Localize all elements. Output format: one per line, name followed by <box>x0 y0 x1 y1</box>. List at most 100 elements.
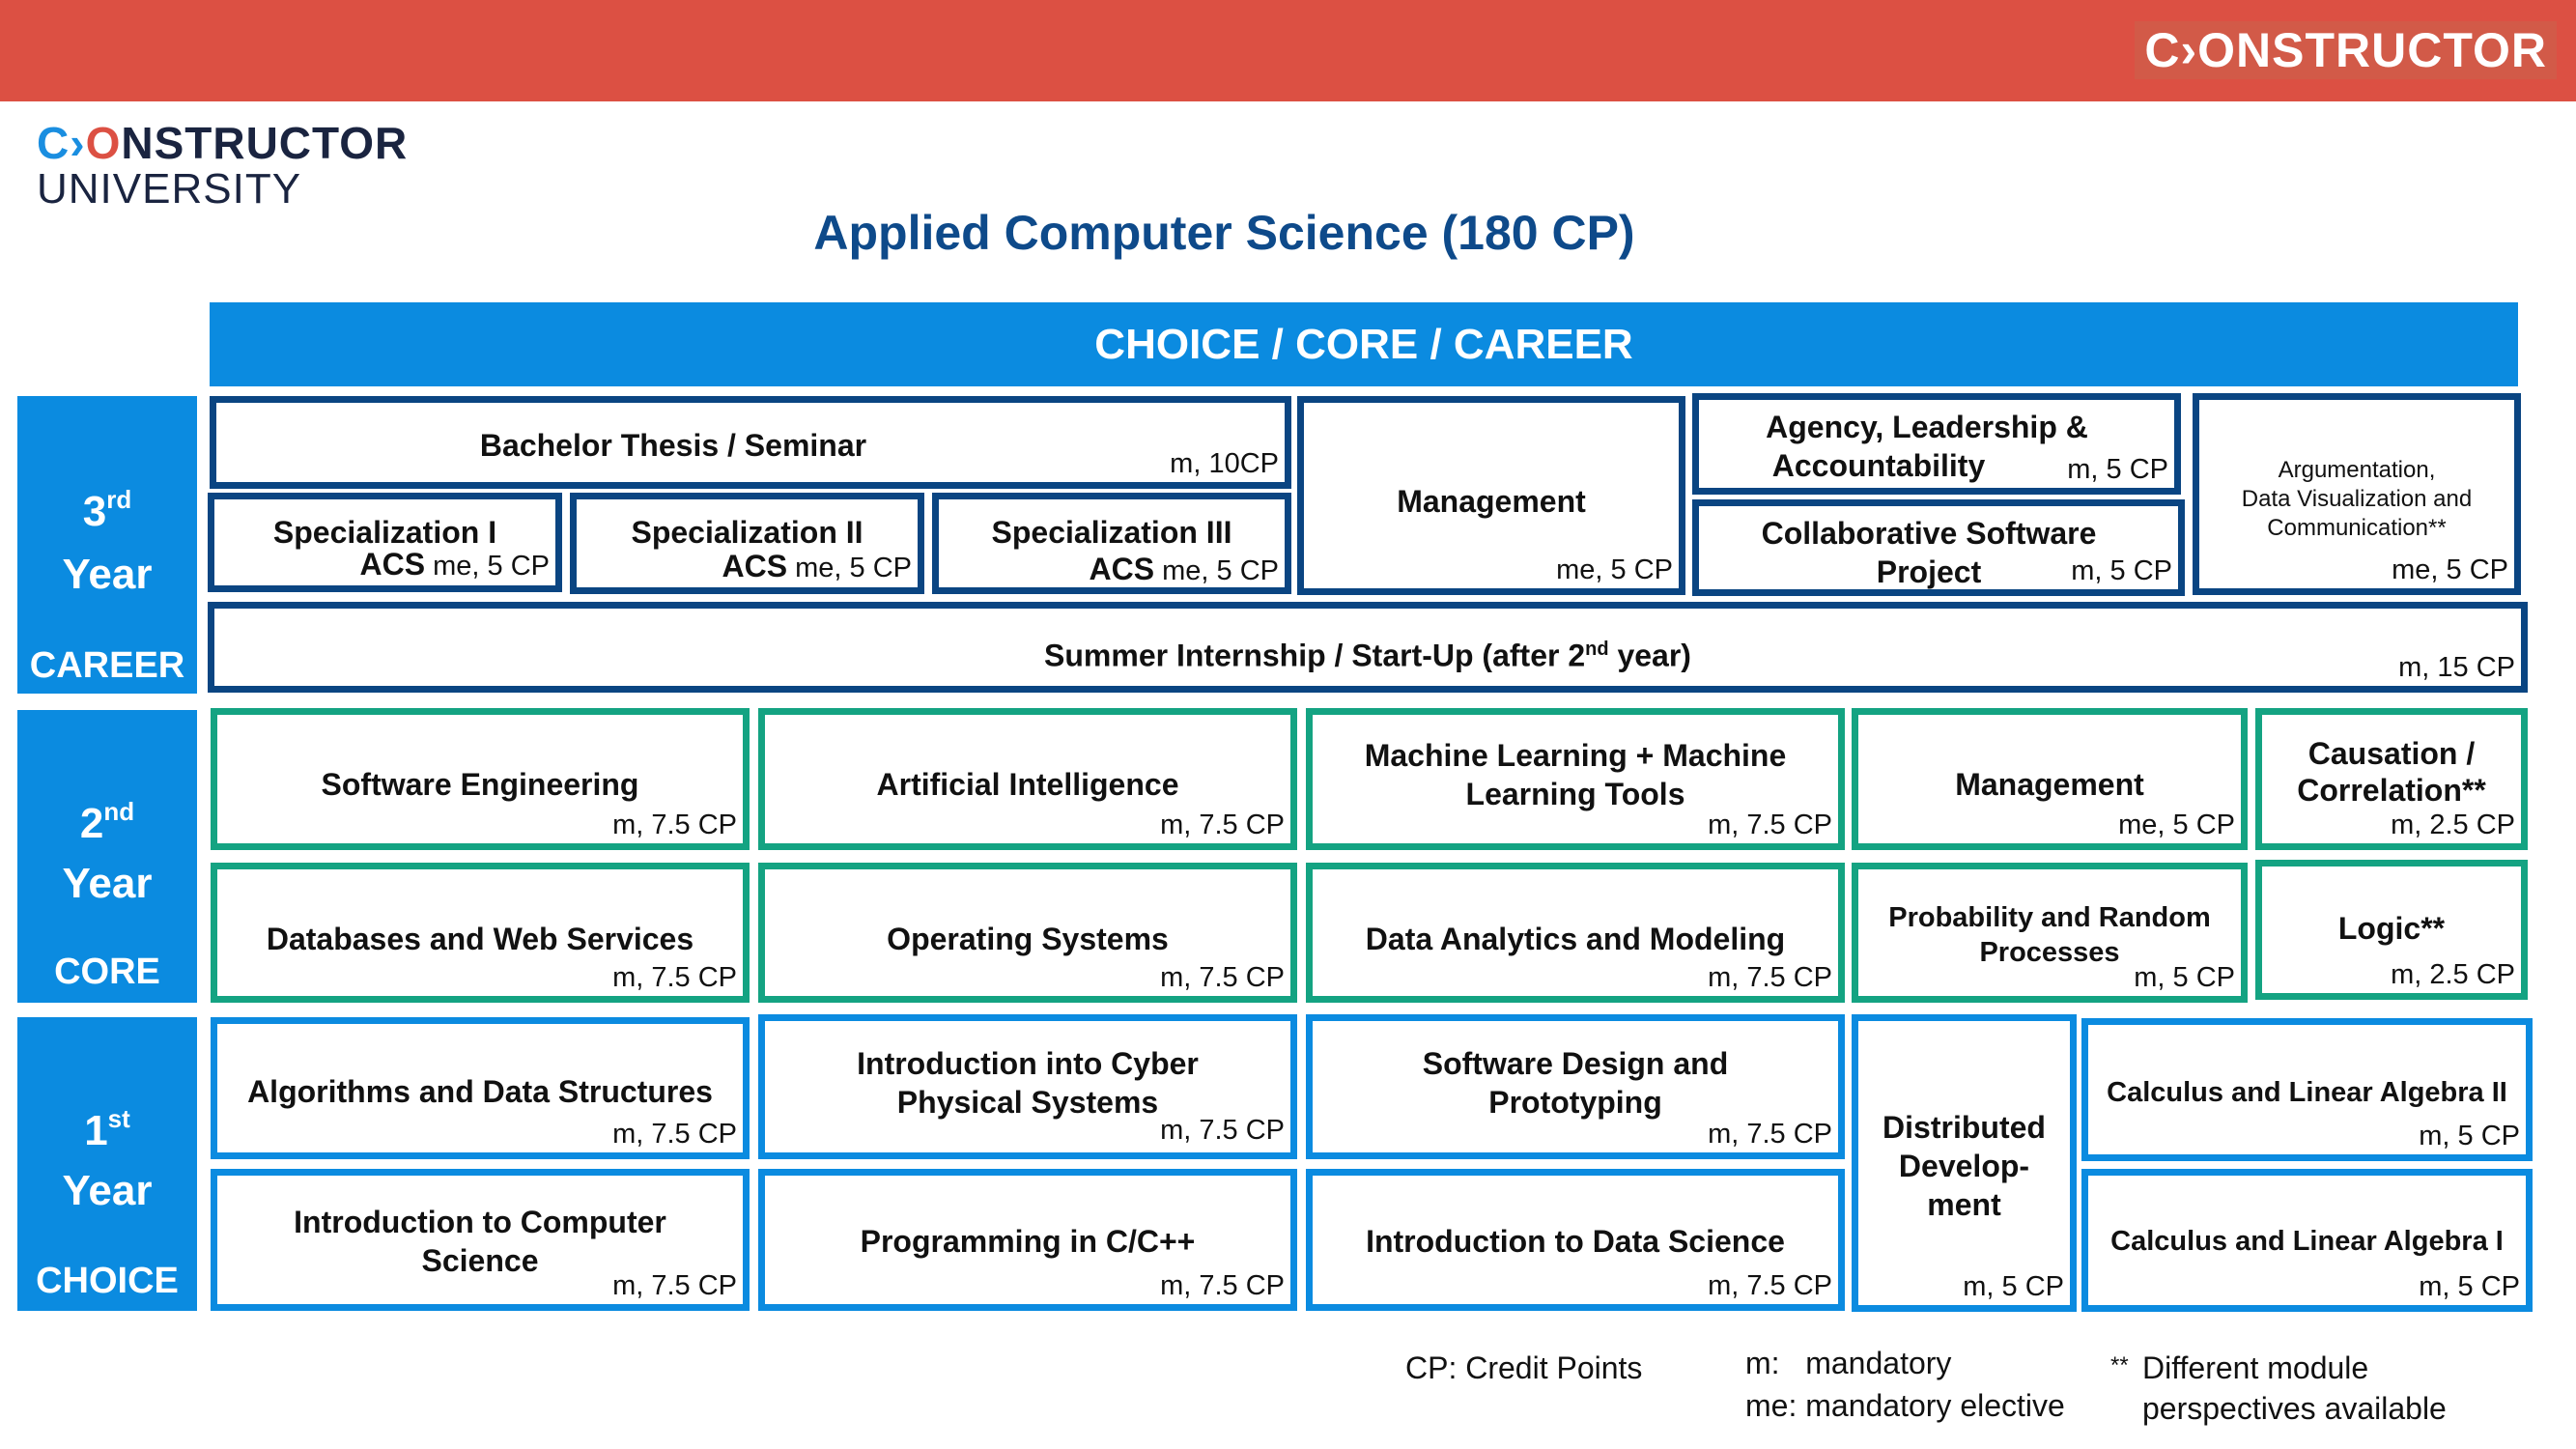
module-cp: m, 7.5 CP <box>612 1270 737 1301</box>
module-name: Databases and Web Services <box>266 922 694 956</box>
module-name: Accountability <box>1771 448 1986 483</box>
module-software-engineering: Software Engineering m, 7.5 CP <box>211 708 750 850</box>
module-distributed-development: Distributed Develop- ment m, 5 CP <box>1852 1014 2077 1312</box>
module-programming-c-cpp: Programming in C/C++ m, 7.5 CP <box>758 1169 1297 1311</box>
module-name: Calculus and Linear Algebra I <box>2110 1226 2504 1257</box>
year-number: 3rd <box>82 485 132 535</box>
module-cp: m, 7.5 CP <box>1160 1270 1285 1301</box>
module-logic: Logic** m, 2.5 CP <box>2255 860 2528 1000</box>
module-name: Prototyping <box>1488 1085 1662 1120</box>
header-band: CHOICE / CORE / CAREER <box>210 302 2518 386</box>
legend-cp: CP: Credit Points <box>1405 1350 1643 1385</box>
module-name: Software Design and <box>1422 1046 1729 1081</box>
module-probability-random-processes: Probability and Random Processes m, 5 CP <box>1852 863 2248 1003</box>
constructor-brand-logo: C›ONSTRUCTOR <box>2135 21 2557 79</box>
legend-perspectives: perspectives available <box>2142 1391 2447 1426</box>
module-specialization-3: Specialization III ACS me, 5 CP <box>932 493 1291 594</box>
module-cp: m, 10CP <box>1170 448 1279 479</box>
module-cp: me, 5 CP <box>2392 554 2508 585</box>
module-name: Communication** <box>2267 515 2447 541</box>
module-name: Project <box>1876 554 1982 589</box>
module-summer-internship: Summer Internship / Start-Up (after 2nd … <box>208 602 2528 693</box>
module-cp: m, 7.5 CP <box>1708 962 1832 993</box>
module-argumentation: Argumentation, Data Visualization and Co… <box>2193 393 2521 595</box>
module-causation-correlation: Causation / Correlation** m, 2.5 CP <box>2255 708 2528 850</box>
year-number: 1st <box>84 1104 130 1154</box>
module-name: Distributed <box>1882 1110 2046 1145</box>
logo-c: C <box>37 118 71 168</box>
module-name: Probability and Random <box>1888 902 2211 933</box>
module-artificial-intelligence: Artificial Intelligence m, 7.5 CP <box>758 708 1297 850</box>
module-cp: m, 5 CP <box>2134 962 2235 993</box>
module-agency-leadership: Agency, Leadership & Accountability m, 5… <box>1692 393 2181 495</box>
year-number: 2nd <box>79 797 135 847</box>
module-sub: ACS <box>359 547 426 582</box>
module-cp: m, 7.5 CP <box>1160 810 1285 840</box>
module-software-design-prototyping: Software Design and Prototyping m, 7.5 C… <box>1306 1014 1845 1159</box>
module-name: Software Engineering <box>321 767 639 802</box>
module-name: Introduction to Computer <box>294 1205 666 1239</box>
module-management-2: Management me, 5 CP <box>1852 708 2248 850</box>
module-name: Management <box>1397 484 1586 519</box>
logo-arrow-icon: › <box>70 118 86 168</box>
module-intro-computer-science: Introduction to Computer Science m, 7.5 … <box>211 1169 750 1311</box>
module-cp: m, 7.5 CP <box>1160 962 1285 993</box>
module-sub: ACS <box>1089 552 1155 586</box>
module-specialization-1: Specialization I ACS me, 5 CP <box>208 493 562 592</box>
module-name: Learning Tools <box>1465 777 1685 811</box>
module-name: Introduction into Cyber <box>857 1046 1199 1081</box>
module-cp: me, 5 CP <box>1556 554 1673 585</box>
module-collaborative-software-project: Collaborative Software Project m, 5 CP <box>1692 499 2185 596</box>
module-cyber-physical-systems: Introduction into Cyber Physical Systems… <box>758 1014 1297 1159</box>
module-cp: m, 5 CP <box>2071 555 2172 586</box>
module-algorithms-data-structures: Algorithms and Data Structures m, 7.5 CP <box>211 1017 750 1159</box>
module-cp: m, 15 CP <box>2398 652 2515 683</box>
module-cp: m, 7.5 CP <box>1708 1119 1832 1150</box>
logo-wordmark: C›ONSTRUCTOR <box>37 120 408 166</box>
year-tag: CORE <box>54 952 160 992</box>
module-name: Science <box>421 1243 539 1278</box>
module-cp: m, 7.5 CP <box>1708 1270 1832 1301</box>
module-name: Physical Systems <box>896 1085 1159 1120</box>
year-tag: CHOICE <box>36 1261 179 1301</box>
module-calculus-linear-algebra-1: Calculus and Linear Algebra I m, 5 CP <box>2081 1169 2533 1312</box>
legend-mandatory: m: mandatory <box>1745 1346 1952 1380</box>
module-cp: m, 5 CP <box>2419 1121 2520 1151</box>
module-cp: m, 5 CP <box>1963 1271 2064 1302</box>
module-name: Collaborative Software <box>1761 516 2097 551</box>
module-cp: me, 5 CP <box>2118 810 2235 840</box>
module-cp: m, 7.5 CP <box>1160 1115 1285 1146</box>
module-cp: m, 7.5 CP <box>612 1119 737 1150</box>
module-name: Logic** <box>2337 911 2446 946</box>
module-name: Specialization I <box>272 515 497 550</box>
module-management-3: Management me, 5 CP <box>1297 396 1685 595</box>
legend-stars: ** <box>2110 1352 2129 1378</box>
page-title: Applied Computer Science (180 CP) <box>813 206 1635 260</box>
module-name: Management <box>1955 767 2144 802</box>
module-name: Specialization III <box>991 515 1232 550</box>
module-name: Data Analytics and Modeling <box>1365 922 1786 956</box>
module-name: Causation / <box>2307 736 2476 771</box>
module-name: Programming in C/C++ <box>860 1224 1196 1259</box>
logo-o: O <box>85 118 122 168</box>
module-specialization-2: Specialization II ACS me, 5 CP <box>570 493 924 594</box>
module-intro-data-science: Introduction to Data Science m, 7.5 CP <box>1306 1169 1845 1311</box>
logo-subtitle: UNIVERSITY <box>37 165 302 213</box>
year-label: Year <box>62 1167 153 1214</box>
module-operating-systems: Operating Systems m, 7.5 CP <box>758 863 1297 1003</box>
module-cp: m, 2.5 CP <box>2391 810 2515 840</box>
logo-rest: NSTRUCTOR <box>121 118 409 168</box>
module-machine-learning: Machine Learning + Machine Learning Tool… <box>1306 708 1845 850</box>
module-name: Data Visualization and <box>2241 486 2473 512</box>
module-cp: m, 5 CP <box>2419 1271 2520 1302</box>
module-name: Calculus and Linear Algebra II <box>2107 1077 2507 1108</box>
year-2-panel: 2nd Year CORE <box>17 710 197 1003</box>
module-cp: m, 2.5 CP <box>2391 959 2515 990</box>
module-calculus-linear-algebra-2: Calculus and Linear Algebra II m, 5 CP <box>2081 1018 2533 1161</box>
module-name: ment <box>1927 1187 2001 1222</box>
module-name: Bachelor Thesis / Seminar <box>479 428 867 463</box>
year-tag: CAREER <box>29 645 185 686</box>
module-databases-web-services: Databases and Web Services m, 7.5 CP <box>211 863 750 1003</box>
module-name: Introduction to Data Science <box>1366 1224 1785 1259</box>
module-sub: ACS <box>722 549 788 583</box>
